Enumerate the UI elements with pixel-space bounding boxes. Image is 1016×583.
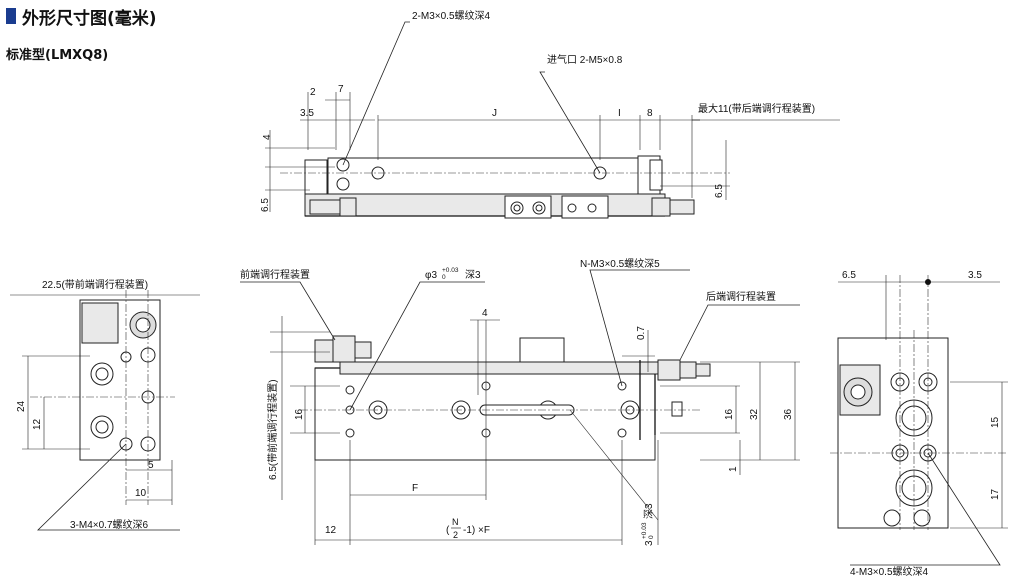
left-dim-10: 10 bbox=[135, 488, 147, 499]
left-thread-callout: 3-M4×0.7螺纹深6 bbox=[70, 518, 149, 531]
left-dim-5: 5 bbox=[148, 460, 154, 471]
slot-tol-low: 0 bbox=[648, 535, 655, 539]
slot-suffix: 深3 bbox=[643, 503, 655, 519]
front-dim-16-right: 16 bbox=[724, 408, 735, 420]
front-adjust-callout: 前端调行程装置 bbox=[240, 268, 310, 281]
front-vertical-label: 6.5(带前端调行程装置) bbox=[266, 379, 279, 480]
left-dim-24: 24 bbox=[16, 400, 27, 412]
rear-adjust-screw bbox=[657, 359, 681, 381]
front-adjuster bbox=[309, 199, 341, 215]
formula-tail: -1) ×F bbox=[463, 525, 490, 536]
top-dim-3-5: 3.5 bbox=[300, 108, 314, 119]
front-dim-32: 32 bbox=[749, 408, 760, 420]
front-dim-4: 4 bbox=[482, 308, 488, 319]
front-dim-12: 12 bbox=[325, 525, 337, 536]
page-title: 外形尺寸图(毫米) bbox=[22, 9, 157, 29]
top-dim-7: 7 bbox=[338, 84, 344, 95]
top-view: 2-M3×0.5螺纹深4 进气口 2-M5×0.8 最大11(带后端调行程装置)… bbox=[260, 9, 840, 219]
front-view: 前端调行程装置 φ3 +0.03 0 深3 N-M3×0.5螺纹深5 后端调行程… bbox=[240, 257, 800, 546]
top-dim-8: 8 bbox=[647, 108, 653, 119]
right-view: 6.5 3.5 15 17 4-M3×0.5螺纹深4 bbox=[830, 270, 1008, 578]
top-dim-2: 2 bbox=[310, 87, 316, 98]
formula-denominator: 2 bbox=[453, 530, 458, 540]
slot-main: 3 bbox=[644, 540, 655, 546]
formula-numerator: N bbox=[452, 517, 459, 527]
slot-tol: +0.03 bbox=[641, 522, 648, 539]
pin-callout-tol-low: 0 bbox=[442, 274, 446, 281]
air-port-callout: 进气口 2-M5×0.8 bbox=[547, 53, 623, 66]
front-dim-36: 36 bbox=[783, 408, 794, 420]
rear-adjust-callout: 后端调行程装置 bbox=[706, 290, 776, 303]
front-dim-1: 1 bbox=[728, 466, 739, 472]
model-subtitle: 标准型(LMXQ8) bbox=[6, 48, 109, 63]
top-dim-J: J bbox=[492, 108, 497, 119]
left-dim-12: 12 bbox=[32, 418, 43, 430]
header-marker bbox=[6, 8, 16, 24]
front-thread-callout: N-M3×0.5螺纹深5 bbox=[580, 257, 660, 270]
left-view: 22.5(带前端调行程装置) 24 12 5 10 3-M4×0.7螺纹深6 bbox=[10, 278, 200, 531]
front-dim-16-left: 16 bbox=[294, 408, 305, 420]
pin-callout: φ3 +0.03 0 深3 bbox=[425, 267, 481, 281]
front-dim-slot: 3 +0.03 0 深3 bbox=[641, 503, 655, 546]
formula-open: ( bbox=[446, 525, 450, 536]
top-dim-6-5-left: 6.5 bbox=[260, 198, 271, 212]
left-stroke-callout: 22.5(带前端调行程装置) bbox=[42, 278, 148, 291]
right-dim-17: 17 bbox=[990, 488, 1001, 500]
top-dim-I: I bbox=[618, 108, 621, 119]
right-thread-callout: 4-M3×0.5螺纹深4 bbox=[850, 565, 929, 578]
pin-callout-tol: +0.03 bbox=[442, 267, 459, 274]
top-thread-callout: 2-M3×0.5螺纹深4 bbox=[412, 9, 491, 22]
top-table bbox=[304, 193, 666, 217]
top-dim-6-5-right: 6.5 bbox=[714, 184, 725, 198]
top-dim-4: 4 bbox=[262, 134, 273, 140]
right-dim-6-5: 6.5 bbox=[842, 270, 856, 281]
pin-callout-prefix: φ3 bbox=[425, 270, 437, 281]
right-dim-15: 15 bbox=[990, 416, 1001, 428]
front-dim-0-7: 0.7 bbox=[636, 326, 647, 340]
pin-callout-suffix: 深3 bbox=[465, 269, 481, 281]
rear-adjuster bbox=[651, 197, 671, 217]
front-dim-F: F bbox=[412, 483, 418, 494]
right-dim-3-5: 3.5 bbox=[968, 270, 982, 281]
front-adjust-screw bbox=[314, 339, 334, 363]
max-stroke-callout: 最大11(带后端调行程装置) bbox=[698, 102, 815, 115]
front-dim-formula: ( N 2 -1) ×F bbox=[446, 517, 490, 540]
